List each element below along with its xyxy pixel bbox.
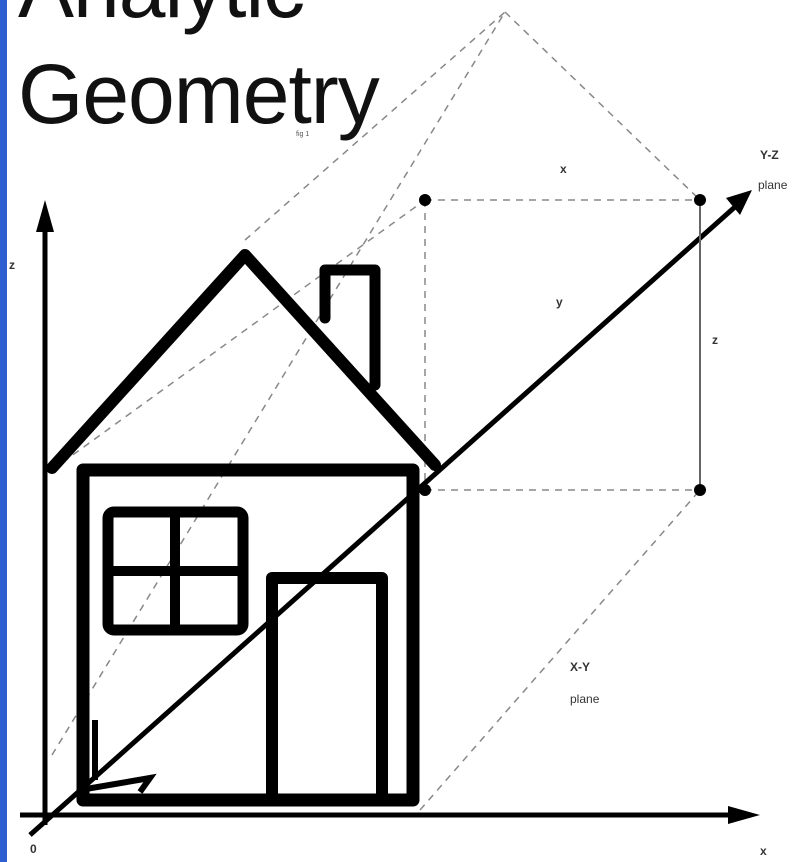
dashed-roof-to-apex (244, 11, 506, 241)
y-axis-line (28, 196, 747, 837)
x-dimension-label: x (560, 162, 567, 176)
x-axis-label: x (760, 844, 767, 858)
yz-plane-label-line1: Y-Z (760, 148, 779, 162)
house-door (266, 572, 388, 806)
z-axis-arrowhead (36, 200, 54, 232)
xy-plane-label-line2: plane (570, 692, 600, 706)
slide-left-accent-bar (0, 0, 7, 862)
y-dimension-label: y (556, 295, 563, 309)
small-chair-figure (79, 720, 157, 794)
dashed-apex-to-corner (504, 11, 701, 201)
yz-plane-label-line2: plane (758, 178, 788, 192)
house-wall (76, 463, 420, 807)
house-roof (46, 249, 441, 474)
point-marker-top-left (419, 194, 431, 206)
point-marker-bottom-left (419, 484, 431, 496)
y-axis-arrowhead (726, 190, 752, 215)
xy-plane-label-line1: X-Y (570, 660, 591, 674)
dashed-plane-diagonal-2 (51, 11, 506, 756)
point-marker-bottom-right (694, 484, 706, 496)
title-small-caption: fig 1 (296, 131, 310, 138)
point-marker-top-right (694, 194, 706, 206)
house-drawing (46, 249, 441, 807)
dashed-plane-diagonal-1 (51, 199, 426, 471)
title-partial: Analytic (18, 0, 305, 34)
z-dimension-label: z (712, 333, 718, 347)
z-axis-label: z (9, 258, 15, 272)
dashed-xy-diagonal (419, 489, 701, 811)
page-title: Geometry (18, 47, 380, 141)
house-chimney (319, 264, 381, 391)
x-axis-arrowhead (728, 806, 760, 824)
axes (20, 196, 747, 837)
origin-label: 0 (30, 842, 37, 856)
